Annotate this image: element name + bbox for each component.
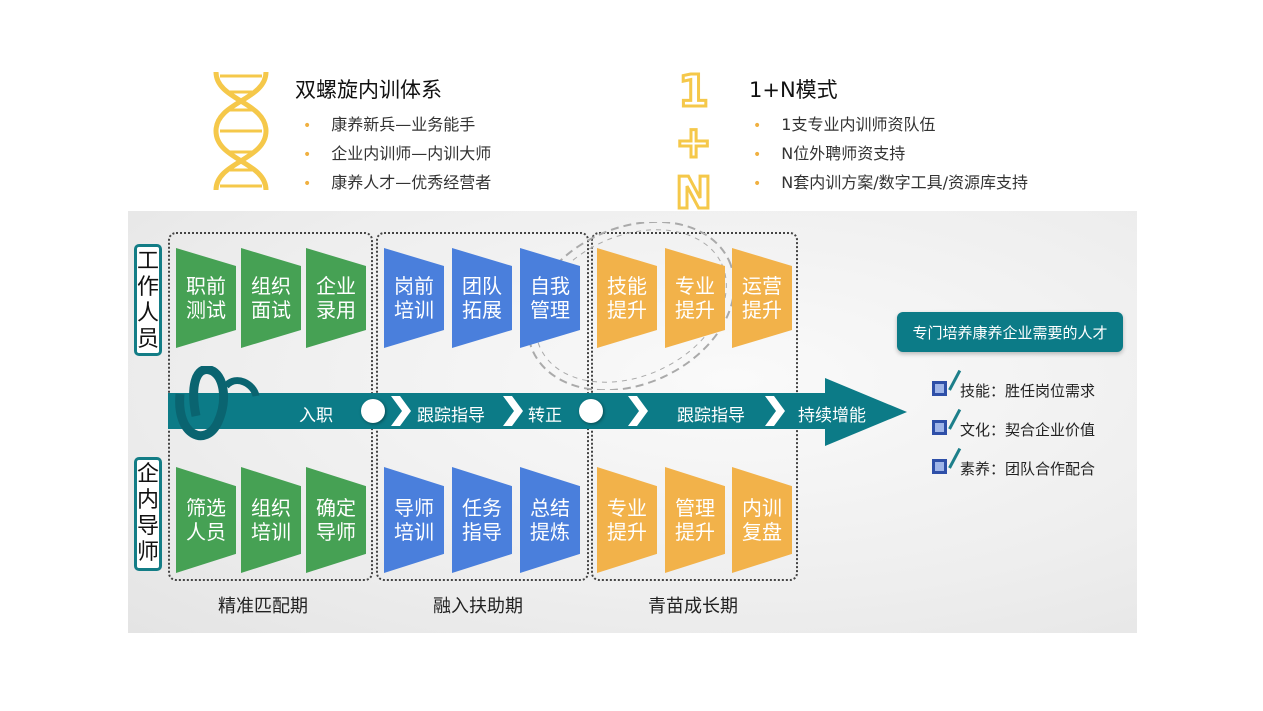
bullet: 企业内训师—内训大师 <box>303 140 491 164</box>
step-cell: 导师培训 <box>384 467 444 573</box>
check-item: 文化：契合企业价值 <box>960 421 1096 439</box>
bullet: 1支专业内训师资队伍 <box>753 111 935 135</box>
bullet: 康养人才—优秀经营者 <box>303 169 491 193</box>
swirl-icon <box>175 366 260 441</box>
step-cell: 职前测试 <box>176 248 236 348</box>
bullet: N套内训方案/数字工具/资源库支持 <box>753 169 1028 193</box>
timeline-arrow <box>168 393 828 429</box>
step-cell: 运营提升 <box>732 248 792 348</box>
phase-label: 青苗成长期 <box>648 596 738 617</box>
company-stamp <box>526 222 736 390</box>
step-cell: 组织面试 <box>241 248 301 348</box>
step-cell: 内训复盘 <box>732 467 792 573</box>
1n-logo: 1+N <box>667 65 721 221</box>
step-cell: 自我管理 <box>520 248 580 348</box>
step-cell: 专业提升 <box>665 248 725 348</box>
checkbox-icon <box>932 381 947 396</box>
arrow-label-track-2: 跟踪指导 <box>677 406 745 426</box>
row-label-mentor: 企内导师 <box>134 457 162 571</box>
system-title: 双螺旋内训体系 <box>295 78 442 102</box>
check-item: 素养：团队合作配合 <box>960 460 1096 478</box>
checkbox-icon <box>932 459 947 474</box>
model-title: 1+N模式 <box>749 78 838 102</box>
step-cell: 确定导师 <box>306 467 366 573</box>
step-cell: 技能提升 <box>597 248 657 348</box>
arrow-label-regular: 转正 <box>528 406 562 426</box>
row-label-staff: 工作人员 <box>134 244 162 356</box>
step-cell: 团队拓展 <box>452 248 512 348</box>
step-cell: 企业录用 <box>306 248 366 348</box>
milestone-dot <box>361 399 385 423</box>
step-cell: 岗前培训 <box>384 248 444 348</box>
arrow-label-grow: 持续增能 <box>798 406 866 426</box>
arrow-label-onboard: 入职 <box>299 406 333 426</box>
phase-label: 融入扶助期 <box>433 596 523 617</box>
bullet: 康养新兵—业务能手 <box>303 111 475 135</box>
step-cell: 组织培训 <box>241 467 301 573</box>
arrow-label-track: 跟踪指导 <box>417 406 485 426</box>
checkbox-icon <box>932 420 947 435</box>
step-cell: 任务指导 <box>452 467 512 573</box>
step-cell: 专业提升 <box>597 467 657 573</box>
milestone-dot <box>579 399 603 423</box>
step-cell: 总结提炼 <box>520 467 580 573</box>
step-cell: 管理提升 <box>665 467 725 573</box>
step-cell: 筛选人员 <box>176 467 236 573</box>
dna-helix-icon <box>213 71 269 191</box>
phase-label: 精准匹配期 <box>218 596 308 617</box>
bullet: N位外聘师资支持 <box>753 140 905 164</box>
goal-box: 专门培养康养企业需要的人才 <box>897 312 1123 352</box>
check-item: 技能：胜任岗位需求 <box>960 382 1096 400</box>
